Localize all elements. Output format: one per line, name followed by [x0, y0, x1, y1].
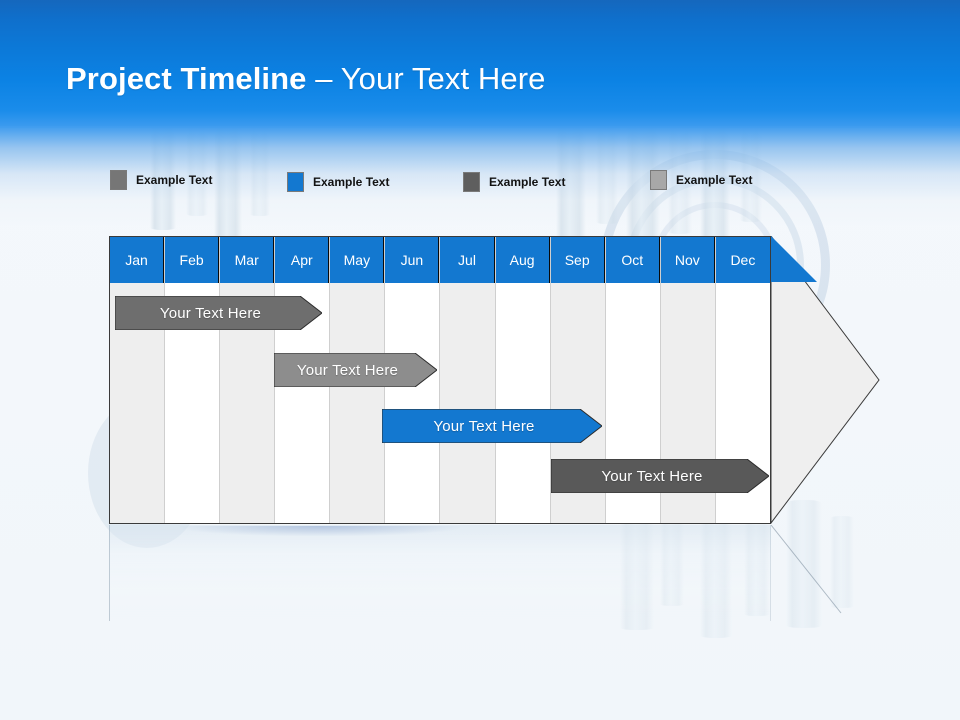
- arrowhead-reflection: [770, 524, 881, 615]
- legend-item-2: Example Text: [287, 172, 389, 192]
- legend-swatch-icon-2: [287, 172, 304, 192]
- month-header-sep[interactable]: Sep: [550, 237, 605, 283]
- legend-swatch-icon-4: [650, 170, 667, 190]
- timeline-column-dec: Dec: [715, 237, 770, 523]
- month-header-jul[interactable]: Jul: [440, 237, 495, 283]
- timeline-column-mar: Mar: [220, 237, 276, 523]
- timeline-bar-3[interactable]: Your Text Here: [381, 408, 603, 444]
- legend-label-2: Example Text: [313, 175, 390, 189]
- timeline-bar-label-1: Your Text Here: [159, 304, 262, 322]
- timeline-bar-1[interactable]: Your Text Here: [114, 295, 323, 331]
- timeline-column-oct: Oct: [605, 237, 661, 523]
- timeline-bar-label-3: Your Text Here: [433, 417, 535, 435]
- legend-item-3: Example Text: [463, 172, 565, 192]
- timeline-column-aug: Aug: [495, 237, 551, 523]
- legend-item-4: Example Text: [650, 170, 752, 190]
- table-reflection-sheen: [180, 526, 460, 536]
- month-header-nov[interactable]: Nov: [660, 237, 715, 283]
- month-header-aug[interactable]: Aug: [495, 237, 550, 283]
- timeline-bar-label-2: Your Text Here: [296, 361, 399, 379]
- month-header-jan[interactable]: Jan: [110, 237, 165, 283]
- timeline-column-feb: Feb: [165, 237, 221, 523]
- month-header-apr[interactable]: Apr: [275, 237, 330, 283]
- timeline-bar-2[interactable]: Your Text Here: [273, 352, 438, 388]
- month-header-oct[interactable]: Oct: [605, 237, 660, 283]
- timeline-bar-shape-1: [114, 295, 323, 331]
- page-title-strong: Project Timeline: [66, 61, 307, 96]
- timeline-bar-4[interactable]: Your Text Here: [550, 458, 770, 494]
- month-header-mar[interactable]: Mar: [220, 237, 275, 283]
- page-title: Project Timeline – Your Text Here: [66, 61, 545, 97]
- legend-label-3: Example Text: [489, 175, 566, 189]
- month-header-may[interactable]: May: [330, 237, 385, 283]
- legend-item-1: Example Text: [110, 170, 212, 190]
- table-reflection: [109, 525, 771, 621]
- page-title-light: – Your Text Here: [306, 61, 546, 96]
- timeline-bar-label-4: Your Text Here: [601, 467, 703, 485]
- legend-swatch-icon-3: [463, 172, 480, 192]
- timeline-bar-shape-2: [273, 352, 438, 388]
- timeline-column-jun: Jun: [385, 237, 441, 523]
- timeline-column-jan: Jan: [110, 237, 166, 523]
- month-header-feb[interactable]: Feb: [165, 237, 220, 283]
- header-fade: [0, 126, 960, 226]
- month-header-jun[interactable]: Jun: [385, 237, 440, 283]
- header-band: [0, 0, 960, 128]
- timeline-bar-shape-3: [381, 408, 603, 444]
- legend-swatch-icon-1: [110, 170, 127, 190]
- month-header-dec[interactable]: Dec: [715, 237, 770, 283]
- legend-label-1: Example Text: [136, 173, 213, 187]
- timeline-arrowhead: [771, 236, 881, 524]
- timeline-bar-shape-4: [550, 458, 770, 494]
- legend-label-4: Example Text: [676, 173, 753, 187]
- timeline-column-jul: Jul: [440, 237, 496, 523]
- timeline-column-apr: Apr: [275, 237, 331, 523]
